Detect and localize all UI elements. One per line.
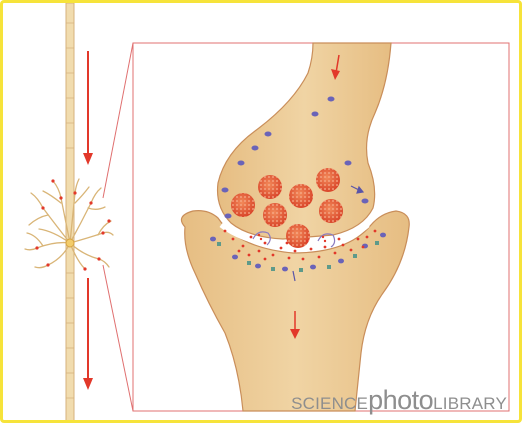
signal-arrow-down: [83, 278, 93, 390]
watermark-part-science: SCIENCE: [291, 394, 368, 413]
watermark-part-photo: photo: [368, 385, 433, 415]
cell-body: [66, 239, 74, 247]
zoom-lines: [103, 43, 133, 411]
watermark-part-library: LIBRARY: [433, 394, 507, 413]
signal-arrow-up: [83, 51, 93, 165]
watermark: SCIENCEphotoLIBRARY: [291, 385, 507, 416]
synapse-illustration: [3, 3, 522, 423]
